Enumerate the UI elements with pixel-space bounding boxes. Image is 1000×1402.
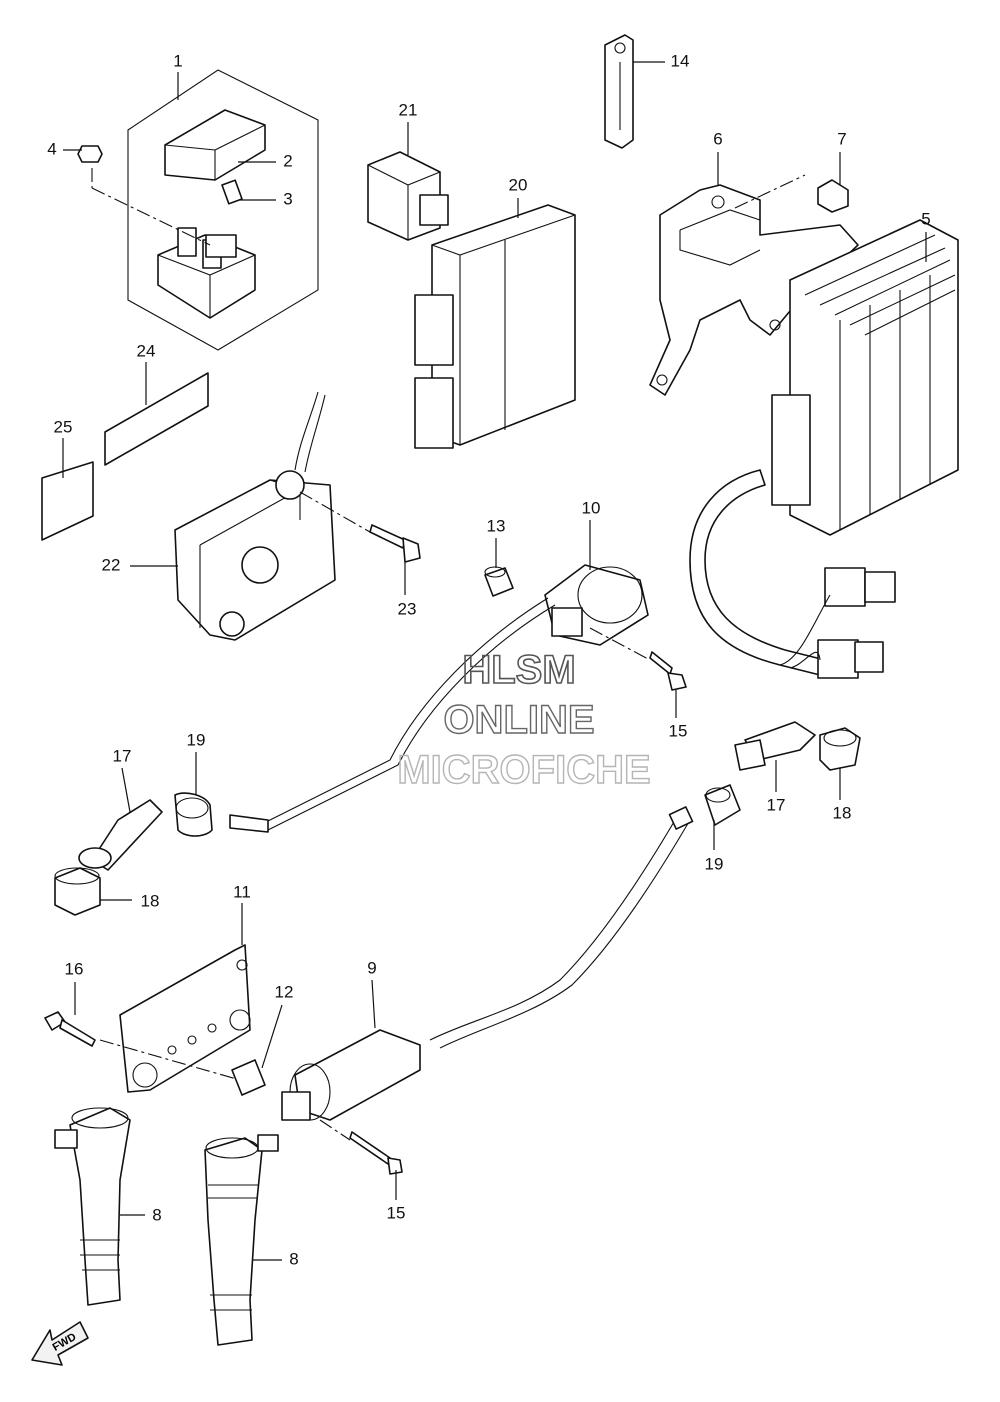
callout-4: 4	[47, 139, 56, 158]
callout-5: 5	[921, 209, 930, 228]
bracket-11-group	[44, 944, 266, 1096]
callout-15a: 15	[669, 721, 688, 740]
callout-8a: 8	[152, 1205, 161, 1224]
labels-24-25	[41, 372, 209, 541]
callout-7: 7	[837, 129, 846, 148]
ignition-coil-9	[281, 1029, 421, 1175]
callout-14: 14	[671, 51, 690, 70]
watermark-line3: MICROFICHE	[397, 748, 650, 792]
callout-10: 10	[582, 498, 601, 517]
plug-caps-left	[54, 792, 213, 916]
ignition-coil-10	[229, 564, 687, 833]
relay-21	[367, 151, 449, 241]
callout-18a: 18	[141, 891, 160, 910]
callout-25: 25	[54, 417, 73, 436]
sensor-22	[174, 391, 421, 641]
callout-18b: 18	[833, 803, 852, 822]
watermark-line2: ONLINE	[443, 698, 594, 742]
strap-14	[604, 34, 634, 149]
callout-8b: 8	[289, 1249, 298, 1268]
cable-9	[429, 806, 694, 1049]
watermark-line1: HLSM	[462, 648, 575, 692]
bracket-6	[649, 174, 859, 396]
callout-17b: 17	[767, 795, 786, 814]
stick-coils-8	[54, 1107, 279, 1346]
callout-24: 24	[137, 341, 156, 360]
callout-19b: 19	[705, 854, 724, 873]
callout-12: 12	[275, 982, 294, 1001]
callout-16: 16	[65, 959, 84, 978]
ecm-20	[414, 204, 576, 449]
callout-9: 9	[367, 958, 376, 977]
callout-3: 3	[283, 189, 292, 208]
callout-19a: 19	[187, 730, 206, 749]
regulator-rectifier-5	[689, 219, 959, 679]
callout-21: 21	[399, 100, 418, 119]
plug-caps-right	[704, 721, 861, 826]
callout-17a: 17	[113, 746, 132, 765]
callout-2: 2	[283, 151, 292, 170]
starter-relay-kit-group	[77, 69, 319, 351]
callout-6: 6	[713, 129, 722, 148]
callout-15b: 15	[387, 1203, 406, 1222]
callout-1: 1	[173, 51, 182, 70]
callout-22: 22	[102, 555, 121, 574]
callout-20: 20	[509, 175, 528, 194]
callout-23: 23	[398, 599, 417, 618]
leader-lines	[62, 61, 927, 1261]
callout-13: 13	[487, 516, 506, 535]
fwd-arrow: FWD	[31, 1321, 89, 1366]
callouts: 1 2 3 4 5 6 7 14 21 20 24 25 22 23 13 10…	[47, 51, 930, 1268]
watermark: HLSM ONLINE MICROFICHE	[397, 647, 652, 793]
collar-13	[484, 566, 514, 597]
callout-11: 11	[233, 882, 251, 901]
